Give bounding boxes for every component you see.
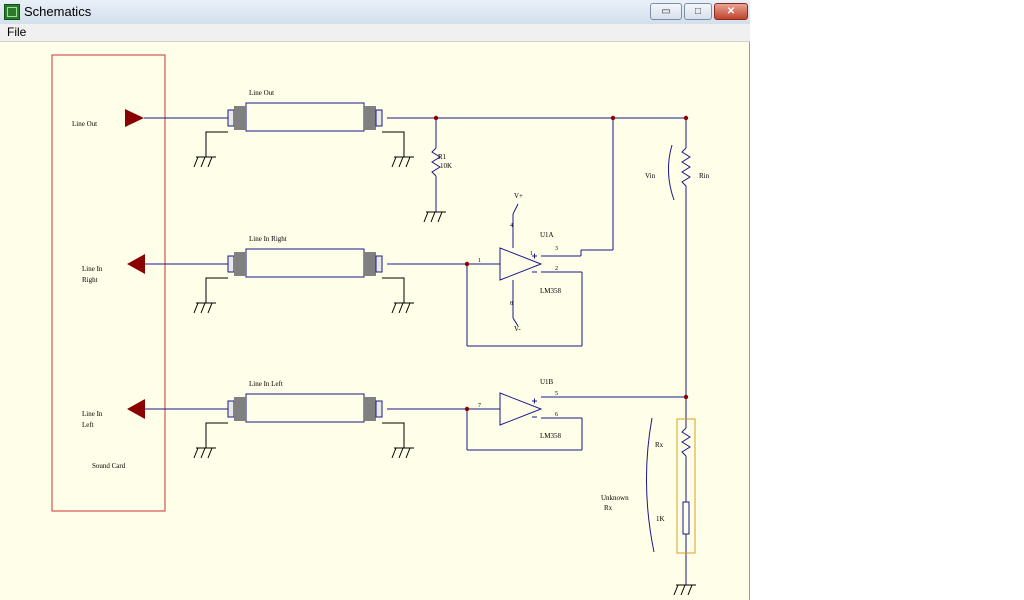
pin2-label: 2: [555, 266, 558, 272]
pin7-label: 7: [478, 403, 481, 409]
line-in-left-label-1: Line In: [82, 410, 103, 418]
v-minus-label: V-: [514, 325, 521, 333]
unknown-label-1: Unknown: [601, 494, 629, 502]
cable-connectors: [227, 106, 383, 421]
ground-symbols: [193, 131, 696, 596]
close-button[interactable]: ✕: [714, 3, 748, 20]
pin1b-label: 1: [530, 251, 533, 257]
line-in-right-label-2: Right: [82, 276, 98, 284]
menu-file[interactable]: File: [7, 25, 27, 39]
menu-bar: File: [0, 24, 750, 42]
pin4-label: 4: [510, 223, 513, 229]
lm358-b-label: LM358: [540, 432, 562, 440]
pin8-label: 8: [510, 301, 513, 307]
schematic-app-icon: [4, 4, 20, 20]
cable-line-out-label: Line Out: [249, 89, 274, 97]
one-k-label: 1K: [656, 515, 665, 523]
maximize-icon: □: [694, 6, 702, 17]
schematics-window: Schematics ▭ □ ✕ File Sound Card Line Ou…: [0, 0, 750, 600]
pin5-label: 5: [555, 391, 558, 397]
r1-value-label: 10K: [440, 162, 452, 170]
schematic-drawing: Sound Card Line Out Line In Right Line I…: [51, 54, 710, 596]
unknown-rx-box[interactable]: [676, 418, 696, 554]
rin-label: Rin: [699, 172, 710, 180]
unknown-label-2: Rx: [604, 504, 613, 512]
vin-label: Vin: [645, 172, 656, 180]
cable-right-label: Line In Right: [249, 235, 287, 243]
u1b-label: U1B: [540, 378, 554, 386]
v-plus-label: V+: [514, 192, 523, 200]
line-in-left-port[interactable]: [127, 399, 145, 419]
sound-card-label: Sound Card: [92, 462, 126, 470]
line-in-right-label-1: Line In: [82, 265, 103, 273]
rx-label: Rx: [655, 441, 664, 449]
line-out-port-label: Line Out: [72, 120, 97, 128]
line-in-left-label-2: Left: [82, 421, 94, 429]
schematic-canvas[interactable]: Sound Card Line Out Line In Right Line I…: [0, 42, 749, 600]
wires: [144, 102, 691, 585]
pin3-label: 3: [555, 246, 558, 252]
pin6-label: 6: [555, 412, 558, 418]
window-title: Schematics: [24, 4, 92, 19]
u1a-label: U1A: [540, 231, 554, 239]
minimize-button[interactable]: ▭: [650, 3, 682, 20]
title-bar[interactable]: Schematics ▭ □ ✕: [0, 0, 750, 24]
r1-ref-label: R1: [438, 153, 447, 161]
cable-left-label: Line In Left: [249, 380, 283, 388]
minimize-icon: ▭: [661, 6, 671, 17]
maximize-button[interactable]: □: [684, 3, 712, 20]
line-out-port[interactable]: [125, 109, 144, 127]
close-icon: ✕: [726, 6, 736, 17]
lm358-a-label: LM358: [540, 287, 562, 295]
junction-nodes: [433, 115, 689, 412]
pin1-label: 1: [478, 258, 481, 264]
line-in-right-port[interactable]: [127, 254, 145, 274]
sound-card-frame: [51, 54, 166, 512]
